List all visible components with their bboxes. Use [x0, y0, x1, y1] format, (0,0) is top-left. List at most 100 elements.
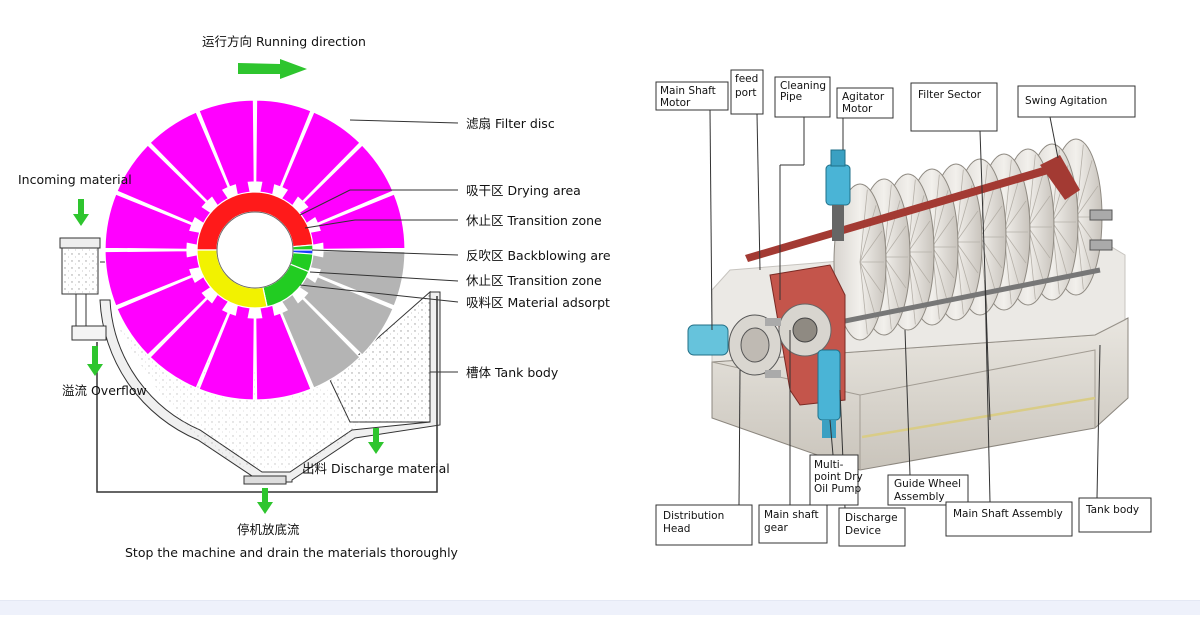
- dry-oil-pump-line2: point Dry: [814, 471, 863, 483]
- overflow-arrow: [87, 346, 103, 376]
- discharge-material-label: 出料 Discharge material: [302, 461, 450, 476]
- callout-boxes: Main Shaft Motor feed port Cleaning Pipe…: [655, 69, 1152, 547]
- agitator-motor-line1: Agitator: [842, 91, 885, 103]
- cleaning-pipe-line1: Cleaning: [780, 80, 826, 92]
- left-diagram: 运行方向 Running direction 滤扇 Filter disc 吸干…: [18, 34, 611, 560]
- dry-oil-pump-line3: Oil Pump: [814, 483, 861, 495]
- sector-port: [310, 255, 325, 270]
- filter-sector: [280, 111, 361, 203]
- filter-sector: [198, 312, 255, 401]
- filter-sector: [104, 193, 193, 250]
- main-shaft-motor-line2: Motor: [660, 97, 691, 109]
- leader-lines: [299, 119, 459, 373]
- incoming-material-box: [59, 237, 115, 341]
- feed-port-line1: feed: [735, 73, 758, 85]
- disc-spoke: [907, 251, 925, 309]
- disc-spoke: [859, 230, 883, 263]
- filter-sector: [317, 250, 406, 307]
- filter-disc-label: 滤扇 Filter disc: [466, 116, 555, 131]
- filter-sector: [116, 144, 208, 225]
- disc-spoke: [1075, 160, 1093, 218]
- sector-port: [185, 255, 200, 270]
- disc-spoke: [1027, 170, 1045, 228]
- main-shaft-motor: [687, 324, 729, 356]
- disc-spoke: [1051, 221, 1075, 254]
- filter-sector: [302, 275, 394, 356]
- filter-sector: [302, 144, 394, 225]
- transition-zone-label-1: 休止区 Transition zone: [466, 213, 602, 228]
- stop-machine-cn-label: 停机放底流: [237, 522, 300, 537]
- filter-sector: [255, 312, 312, 401]
- transition-zone-label-2: 休止区 Transition zone: [466, 273, 602, 288]
- incoming-arrow: [73, 199, 89, 226]
- filter-sector: [104, 250, 193, 307]
- distribution-head-line1: Distribution: [663, 510, 724, 522]
- feed-port-line2: port: [735, 87, 757, 99]
- filter-sector: [149, 111, 230, 203]
- filter-sector: [116, 275, 208, 356]
- filter-sector: [149, 297, 230, 389]
- machine-illustration: [687, 138, 1129, 471]
- main-shaft-gear-line1: Main shaft: [764, 509, 819, 521]
- disc-spoke: [979, 236, 997, 294]
- disc-spoke: [883, 256, 901, 314]
- sector-port: [260, 305, 275, 320]
- discharge-device-line2: Device: [845, 525, 881, 537]
- disc-spoke: [931, 246, 955, 279]
- sector-port: [310, 230, 325, 245]
- agitator-motor-line2: Motor: [842, 103, 873, 115]
- filter-sector: [198, 99, 255, 188]
- disc-spoke: [883, 200, 901, 258]
- stop-machine-en-label: Stop the machine and drain the materials…: [125, 545, 459, 560]
- drying-area-label: 吸干区 Drying area: [466, 183, 581, 198]
- disc-spoke: [859, 205, 877, 263]
- backblowing-label: 反吹区 Backblowing are: [466, 248, 611, 263]
- disc-hub: [216, 211, 294, 289]
- incoming-material-label: Incoming material: [18, 172, 132, 187]
- right-diagram: Main Shaft Motor feed port Cleaning Pipe…: [655, 69, 1152, 547]
- sector-port: [235, 305, 250, 320]
- filter-sector: [255, 99, 312, 188]
- guide-wheel-line2: Assembly: [894, 491, 945, 503]
- disc-spoke: [1027, 226, 1045, 284]
- callout-feed-port: feed port: [730, 69, 764, 115]
- callout-discharge-device: Discharge Device: [838, 507, 906, 547]
- cleaning-pipe-line2: Pipe: [780, 91, 802, 103]
- disc-spoke: [931, 215, 955, 248]
- callout-main-shaft-motor: Main Shaft Motor: [655, 81, 729, 111]
- disc-spoke: [883, 225, 907, 258]
- backblowing-zone: [292, 249, 314, 255]
- tank-body-callout-text: Tank body: [1085, 504, 1139, 516]
- callout-main-shaft-gear: Main shaft gear: [758, 504, 828, 544]
- filter-sector: [280, 297, 361, 389]
- main-shaft-gear-line2: gear: [764, 522, 789, 534]
- disc-spoke: [907, 251, 931, 284]
- bottom-strip: [0, 600, 1200, 615]
- callout-leaders: [709, 109, 1101, 509]
- disc-spoke: [1075, 216, 1093, 274]
- disc-spoke: [1003, 200, 1027, 233]
- drain-arrow: [257, 488, 273, 514]
- sector-port: [235, 180, 250, 195]
- agitator-motor: [825, 164, 851, 206]
- disc-spoke: [931, 246, 949, 304]
- material-adsorpt-label: 吸料区 Material adsorpt: [466, 295, 610, 310]
- swing-agitation-text: Swing Agitation: [1025, 95, 1107, 107]
- callout-dry-oil-pump: Multi- point Dry Oil Pump: [809, 454, 863, 506]
- discharge-device-line1: Discharge: [845, 512, 898, 524]
- callout-main-shaft-assembly: Main Shaft Assembly: [945, 501, 1073, 537]
- callout-tank-body: Tank body: [1078, 497, 1152, 533]
- tank-body-label: 槽体 Tank body: [466, 365, 559, 380]
- main-shaft-motor-line1: Main Shaft: [660, 85, 716, 97]
- distribution-head-line2: Head: [663, 523, 690, 535]
- callout-distribution-head: Distribution Head: [655, 504, 753, 546]
- disc-spoke: [1075, 185, 1099, 218]
- callout-cleaning-pipe: Cleaning Pipe: [774, 76, 831, 118]
- disc-spoke: [883, 256, 907, 289]
- disc-spoke: [1003, 175, 1021, 233]
- running-direction-arrow: [238, 59, 307, 79]
- swing-arm: [745, 162, 1062, 262]
- disc-spoke: [859, 261, 868, 335]
